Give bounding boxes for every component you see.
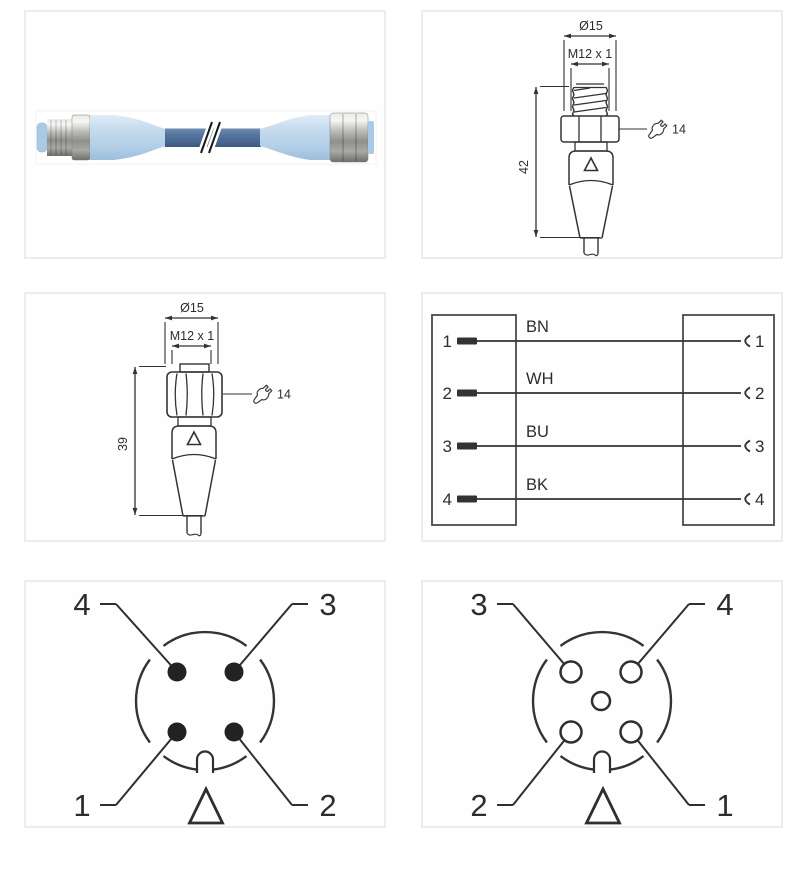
pin-number-left: 3 (443, 437, 452, 456)
pin-label-bottom-right: 2 (319, 788, 336, 823)
pin-label-bottom-left: 1 (73, 788, 90, 823)
socket-circle (619, 720, 643, 744)
wire-color-label: BU (526, 423, 549, 441)
pin-contact-icon (457, 495, 477, 503)
pin-contact-icon (457, 442, 477, 450)
pin-label-bottom-right: 1 (716, 788, 733, 823)
female-pinout-view: 3 4 2 1 (470, 587, 734, 825)
pin-dot (167, 722, 187, 742)
pin-dot (167, 662, 187, 682)
length-dim-label: 39 (116, 437, 130, 451)
orientation-triangle-icon (584, 785, 622, 825)
socket-circle (559, 720, 583, 744)
pin-number-right: 3 (755, 437, 764, 456)
coding-triangle-icon (186, 430, 202, 446)
orientation-triangle-icon (187, 785, 225, 825)
pin-label-top-right: 4 (716, 587, 733, 622)
wrench-size-label: 14 (277, 388, 291, 402)
pin-number-right: 1 (755, 332, 764, 351)
neck (177, 416, 212, 427)
wire-color-label: BN (526, 318, 549, 336)
length-dim-line: 39 (116, 365, 203, 517)
product-photo-panel (24, 10, 386, 259)
socket-contact-icon (744, 386, 751, 400)
female-pinout-panel: 3 4 2 1 (421, 580, 783, 828)
wire-row: 2 2 WH (443, 370, 765, 403)
coding-triangle-icon (583, 156, 599, 172)
thread-dim-label: M12 x 1 (170, 329, 215, 343)
pin-dot (224, 662, 244, 682)
pin-dots (167, 662, 244, 742)
pin-dot (224, 722, 244, 742)
pin-label-top-right: 3 (319, 587, 336, 622)
pin-label-top-left: 3 (470, 587, 487, 622)
wrench-size-label: 14 (672, 123, 686, 137)
male-pinout-panel: 4 3 1 2 (24, 580, 386, 828)
diameter-dim-line (563, 33, 617, 111)
center-socket-circle (590, 690, 612, 712)
thread-dim-line (171, 343, 212, 364)
wrench-callout: 14 (619, 119, 686, 139)
connector-face-circle (134, 630, 276, 772)
cable-photo (35, 110, 377, 165)
socket-contact-icon (744, 439, 751, 453)
keying-notch-icon (195, 750, 215, 773)
leader-lines (100, 603, 308, 806)
wiring-diagram: 1 1 BN 2 2 WH 3 3 BU (431, 314, 775, 526)
male-pinout-view: 4 3 1 2 (73, 587, 337, 825)
cable-break-icon (197, 120, 224, 155)
male-connector-outline (560, 83, 620, 257)
socket-circle (619, 660, 643, 684)
male-dimension-drawing: Ø15 M12 x 1 (517, 19, 686, 257)
thread-lines (573, 87, 607, 113)
pin-number-right: 4 (755, 490, 764, 509)
wire-color-label: WH (526, 370, 554, 388)
cable-end (583, 252, 599, 257)
male-connector-photo (36, 114, 166, 161)
female-connector-outline (166, 363, 223, 537)
pin-number-right: 2 (755, 384, 764, 403)
pin-number-left: 4 (443, 490, 452, 509)
top-cap (179, 363, 210, 373)
female-connector-photo (260, 112, 374, 163)
pin-label-bottom-left: 2 (470, 788, 487, 823)
wrench-callout: 14 (223, 384, 291, 404)
socket-contact-icon (744, 492, 751, 506)
hex-nut (560, 115, 620, 143)
socket-circle (559, 660, 583, 684)
leader-lines (497, 603, 705, 806)
length-dim-label: 42 (517, 160, 531, 174)
length-dim-line: 42 (517, 85, 600, 239)
socket-circles (559, 660, 643, 744)
pin-label-top-left: 4 (73, 587, 90, 622)
diameter-dim-line (164, 315, 219, 364)
neck (574, 141, 608, 152)
keying-notch-icon (592, 750, 612, 773)
wire-row: 1 1 BN (443, 318, 765, 351)
female-connector-dimension-panel: Ø15 M12 x 1 (24, 292, 386, 542)
wiring-diagram-panel: 1 1 BN 2 2 WH 3 3 BU (421, 292, 783, 542)
wire-color-label: BK (526, 476, 548, 494)
diameter-dim-label: Ø15 (579, 19, 603, 33)
right-connector-block (682, 314, 775, 526)
socket-contact-icon (744, 334, 751, 348)
wrench-icon (648, 119, 668, 139)
thread-dim-line (570, 61, 610, 111)
pin-contact-icon (457, 389, 477, 397)
wrench-icon (253, 384, 273, 404)
thread-dim-label: M12 x 1 (568, 47, 613, 61)
knurl-flutes (174, 373, 215, 416)
cable-end (186, 532, 202, 537)
pin-contact-icon (457, 337, 477, 345)
male-connector-dimension-panel: Ø15 M12 x 1 (421, 10, 783, 259)
left-connector-block (431, 314, 517, 526)
female-dimension-drawing: Ø15 M12 x 1 (116, 301, 291, 537)
diameter-dim-label: Ø15 (180, 301, 204, 315)
wire-row: 3 3 BU (443, 423, 765, 456)
pin-number-left: 1 (443, 332, 452, 351)
wire-row: 4 4 BK (443, 476, 765, 509)
pin-number-left: 2 (443, 384, 452, 403)
